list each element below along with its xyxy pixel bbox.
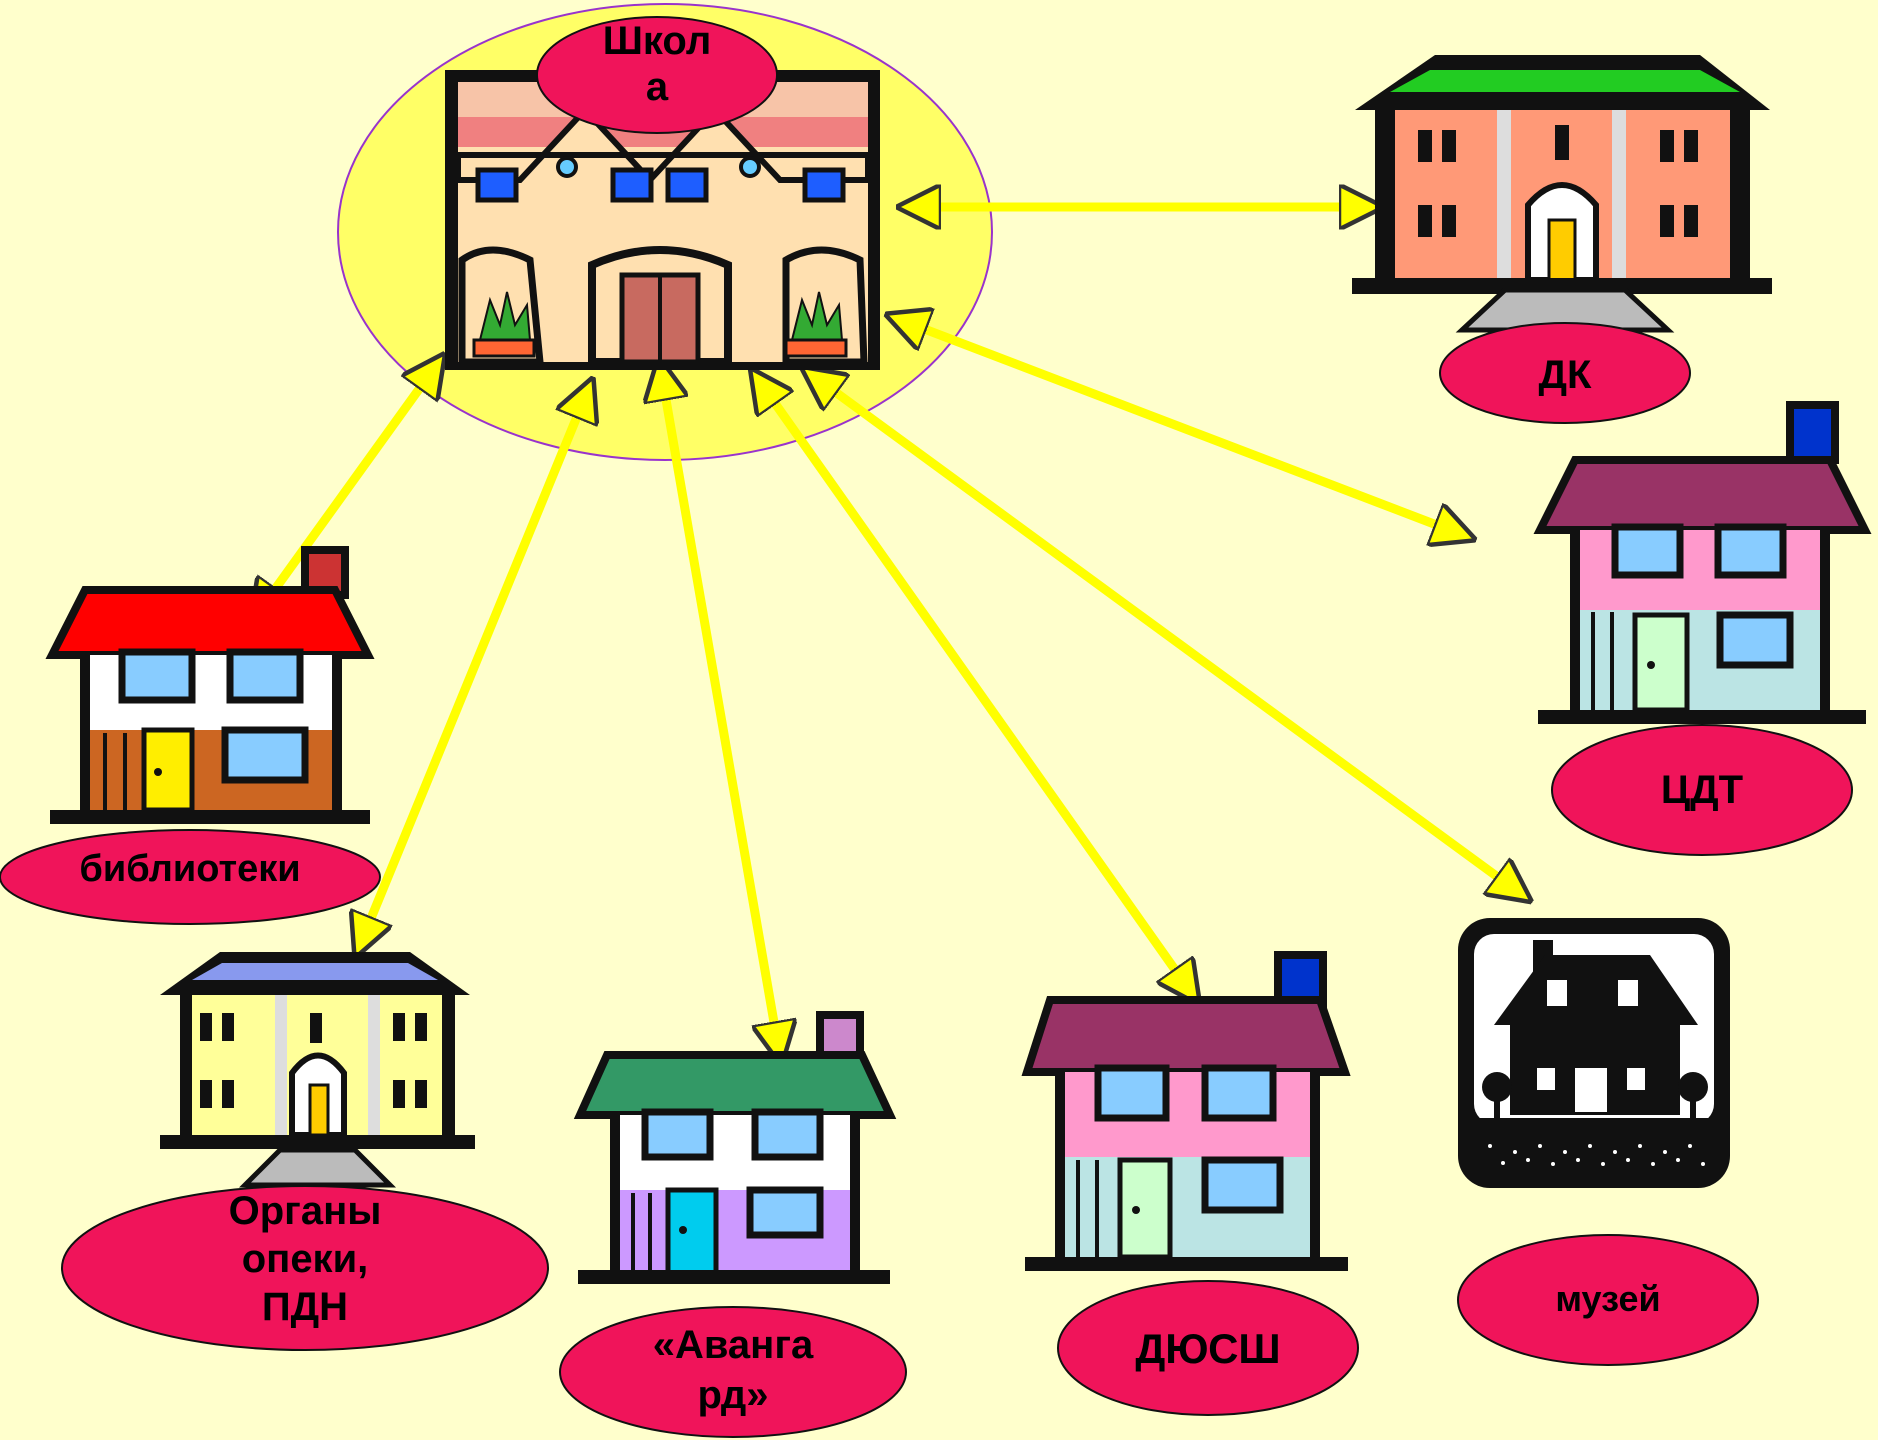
guardianship-label-ellipse bbox=[61, 1185, 549, 1351]
dyussh-label: ДЮСШ bbox=[1135, 1325, 1281, 1372]
house-icon bbox=[45, 546, 375, 824]
school-label: Школ а bbox=[602, 19, 712, 109]
museum-label: музей bbox=[1555, 1278, 1661, 1319]
arrow-school-libraries bbox=[255, 360, 440, 617]
dk-label-ellipse bbox=[1439, 322, 1691, 424]
guardianship-label: Органы опеки, ПДН bbox=[228, 1189, 382, 1329]
arrow-school-guardianship bbox=[358, 385, 590, 950]
avangard-label-ellipse bbox=[559, 1306, 907, 1438]
dyussh-label-ellipse bbox=[1057, 1280, 1359, 1416]
government-building-icon bbox=[160, 952, 475, 1188]
arrow-school-dyussh bbox=[755, 375, 1195, 998]
libraries-label-ellipse bbox=[0, 829, 381, 925]
arrow-school-museum bbox=[808, 372, 1525, 897]
museum-sign-icon bbox=[1458, 918, 1730, 1188]
cdt-label-ellipse bbox=[1551, 724, 1853, 856]
cdt-label: ЦДТ bbox=[1660, 768, 1744, 812]
arrow-school-avangard bbox=[660, 365, 780, 1057]
dk-label: ДК bbox=[1538, 353, 1592, 397]
house-icon bbox=[1021, 951, 1351, 1271]
libraries-label: библиотеки bbox=[79, 848, 301, 890]
school-label-ellipse bbox=[536, 16, 778, 134]
connections bbox=[255, 207, 1525, 1057]
arrow-school-cdt bbox=[893, 317, 1468, 537]
house-icon bbox=[573, 1011, 897, 1284]
house-icon bbox=[1533, 401, 1872, 724]
avangard-label: «Аванга рд» bbox=[652, 1323, 814, 1417]
museum-label-ellipse bbox=[1457, 1234, 1759, 1366]
culture-house-icon bbox=[1352, 55, 1772, 333]
